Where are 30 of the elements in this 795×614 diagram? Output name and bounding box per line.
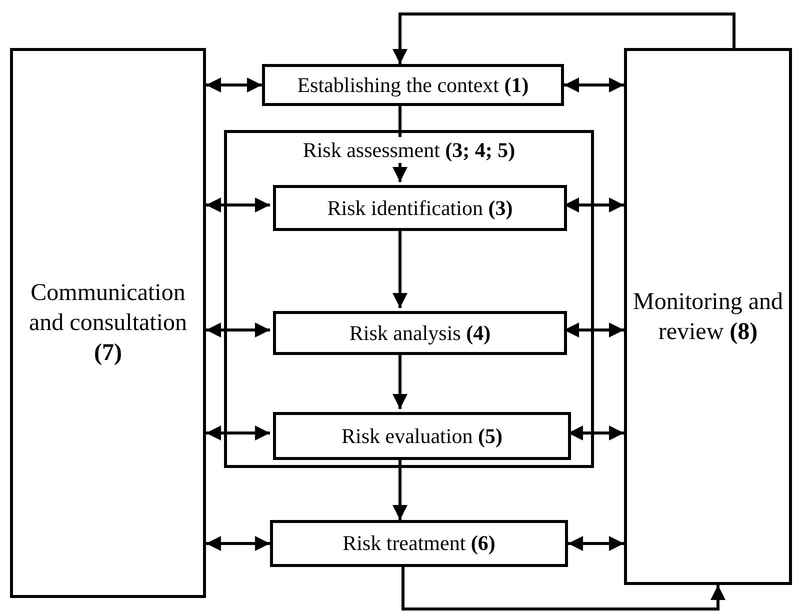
- arrow: [206, 536, 270, 551]
- arrow: [564, 78, 624, 92]
- box-label: Risk evaluation (5): [342, 422, 502, 450]
- box-label: Risk analysis (4): [349, 320, 491, 346]
- box-label: Risk identification (3): [327, 194, 513, 222]
- process-box: [273, 185, 567, 231]
- arrow: [564, 198, 624, 212]
- process-box: [273, 311, 567, 355]
- arrow: [568, 536, 624, 551]
- process-box: [262, 64, 564, 106]
- arrow: [206, 322, 270, 338]
- arrow: [392, 352, 408, 409]
- group-box: [224, 130, 594, 468]
- process-box: [10, 48, 206, 598]
- arrow: [392, 457, 408, 520]
- arrow: [206, 78, 262, 92]
- process-box: [624, 48, 792, 585]
- arrow: [568, 426, 624, 440]
- box-label: Monitoring and review (8): [632, 288, 784, 346]
- arrow: [564, 322, 624, 338]
- box-label: Establishing the context (1): [297, 72, 529, 98]
- arrow: [402, 567, 726, 610]
- box-label: Risk treatment (6): [342, 530, 496, 557]
- arrow: [392, 228, 408, 308]
- arrow: [392, 12, 736, 64]
- process-box: [270, 520, 568, 567]
- arrow: [206, 426, 270, 440]
- process-box: [273, 412, 571, 460]
- box-label: Communication and consultation (7): [28, 279, 188, 368]
- arrow: [206, 198, 270, 212]
